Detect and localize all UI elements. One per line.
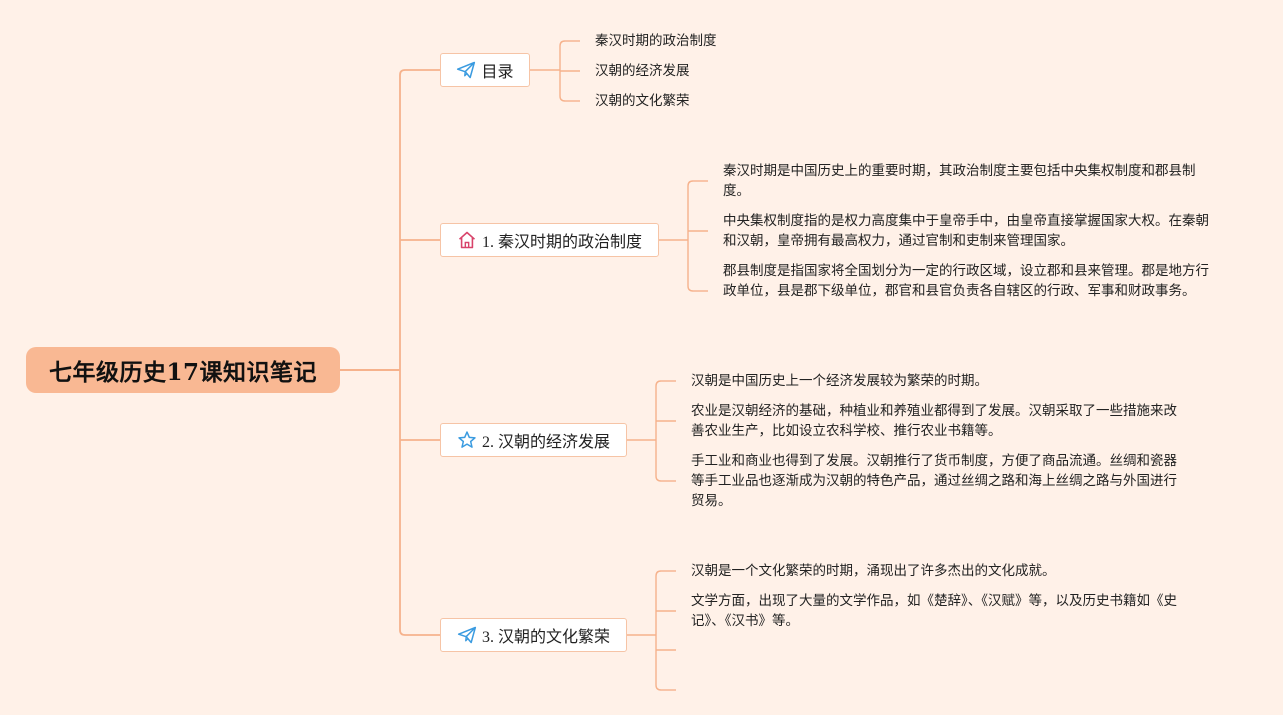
branch-political-system[interactable]: 1. 秦汉时期的政治制度 [440, 223, 659, 257]
root-topic[interactable]: 七年级历史17课知识笔记 [26, 347, 340, 393]
paper-plane-icon [456, 60, 476, 80]
branch-label: 目录 [481, 64, 514, 81]
paper-plane-icon [457, 625, 477, 645]
branch-cultural-prosperity[interactable]: 3. 汉朝的文化繁荣 [440, 618, 627, 652]
leaf-bracket [687, 180, 694, 292]
branch-label: 2. 汉朝的经济发展 [481, 434, 610, 451]
star-icon [457, 430, 477, 450]
branch-table-of-contents[interactable]: 目录 [440, 53, 530, 87]
house-icon [457, 230, 477, 250]
leaf-bracket [655, 380, 662, 482]
toc-item[interactable]: 汉朝的文化繁荣 [595, 93, 690, 109]
note-text[interactable]: 郡县制度是指国家将全国划分为一定的行政区域，设立郡和县来管理。郡是地方行政单位，… [723, 263, 1209, 299]
note-text[interactable]: 农业是汉朝经济的基础，种植业和养殖业都得到了发展。汉朝采取了一些措施来改善农业生… [691, 403, 1177, 439]
trunk-line [399, 69, 406, 636]
toc-item[interactable]: 秦汉时期的政治制度 [595, 33, 717, 49]
note-text[interactable]: 手工业和商业也得到了发展。汉朝推行了货币制度，方便了商品流通。丝绸和瓷器等手工业… [691, 453, 1177, 509]
branch-economic-development[interactable]: 2. 汉朝的经济发展 [440, 423, 627, 457]
leaf-bracket [655, 570, 662, 691]
branch-label: 3. 汉朝的文化繁荣 [481, 629, 610, 646]
toc-item[interactable]: 汉朝的经济发展 [595, 63, 690, 79]
note-text[interactable]: 汉朝是一个文化繁荣的时期，涌现出了许多杰出的文化成就。 [691, 563, 1056, 579]
note-text[interactable]: 文学方面，出现了大量的文学作品，如《楚辞》、《汉赋》等，以及历史书籍如《史记》、… [691, 593, 1177, 629]
branch-label: 1. 秦汉时期的政治制度 [481, 234, 642, 251]
note-text[interactable]: 秦汉时期是中国历史上的重要时期，其政治制度主要包括中央集权制度和郡县制度。 [723, 163, 1196, 199]
note-text[interactable]: 汉朝是中国历史上一个经济发展较为繁荣的时期。 [691, 373, 988, 389]
note-text[interactable]: 中央集权制度指的是权力高度集中于皇帝手中，由皇帝直接掌握国家大权。在秦朝和汉朝，… [723, 213, 1209, 249]
